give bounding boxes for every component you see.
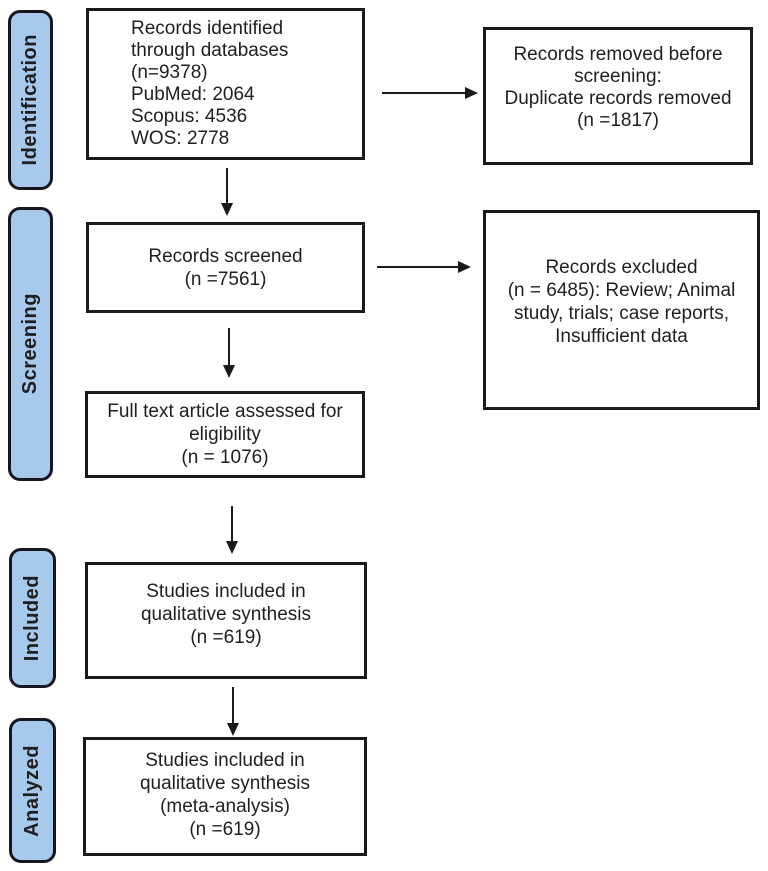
box-text-line: (n = 6485): Review; Animal [507, 280, 736, 301]
box-text-line: study, trials; case reports, [513, 303, 730, 324]
box-records-excluded: Records excluded(n = 6485): Review; Anim… [483, 210, 760, 410]
stage-label-included-text: Included [21, 574, 43, 662]
arrow-identified-to-removed [382, 87, 478, 99]
box-records-screened: Records screened(n =7561) [86, 222, 365, 313]
box-text-line: Records screened [148, 245, 303, 267]
arrow-identified-to-screened [221, 168, 233, 216]
box-text-line: (n =619) [190, 627, 262, 648]
arrow-fulltext-to-qualitative [226, 506, 238, 554]
box-text-line: Studies included in [145, 749, 305, 771]
box-text-line: (n =1817) [577, 110, 659, 131]
arrow-qualitative-to-meta [227, 687, 239, 736]
box-text-line: (meta-analysis) [160, 795, 290, 817]
box-text-line: WOS: 2778 [131, 128, 230, 149]
box-text-line: (n=9378) [131, 62, 208, 83]
box-text-line: Studies included in [146, 581, 306, 602]
box-text-line: Scopus: 4536 [131, 106, 248, 127]
box-text-line: Records identified [131, 18, 284, 39]
box-text-line: Full text article assessed for [107, 401, 343, 422]
stage-label-identification-text: Identification [19, 34, 41, 166]
box-text-line: (n = 1076) [181, 447, 269, 468]
stage-label-identification: Identification [8, 10, 53, 190]
stage-label-analyzed: Analyzed [9, 718, 56, 863]
box-text-line: (n =7561) [184, 268, 267, 290]
arrow-screened-to-excluded [377, 261, 471, 273]
box-text-line: qualitative synthesis [140, 604, 312, 625]
arrow-screened-to-fulltext [223, 328, 235, 378]
box-text-line: Records excluded [545, 257, 698, 278]
box-text-line: screening: [574, 66, 662, 87]
box-text-line: PubMed: 2064 [131, 84, 255, 105]
stage-label-screening: Screening [8, 207, 53, 481]
box-text-line: Records removed before [513, 44, 723, 65]
box-text-line: qualitative synthesis [139, 772, 311, 794]
box-text-line: eligibility [189, 424, 261, 445]
stage-label-screening-text: Screening [19, 293, 41, 395]
stage-label-analyzed-text: Analyzed [21, 744, 43, 837]
box-text-line: Duplicate records removed [504, 88, 732, 109]
box-text-line: through databases [131, 40, 289, 61]
stage-label-included: Included [9, 548, 56, 688]
box-text-line: Insufficient data [555, 326, 688, 347]
box-text-line: (n =619) [189, 818, 261, 840]
